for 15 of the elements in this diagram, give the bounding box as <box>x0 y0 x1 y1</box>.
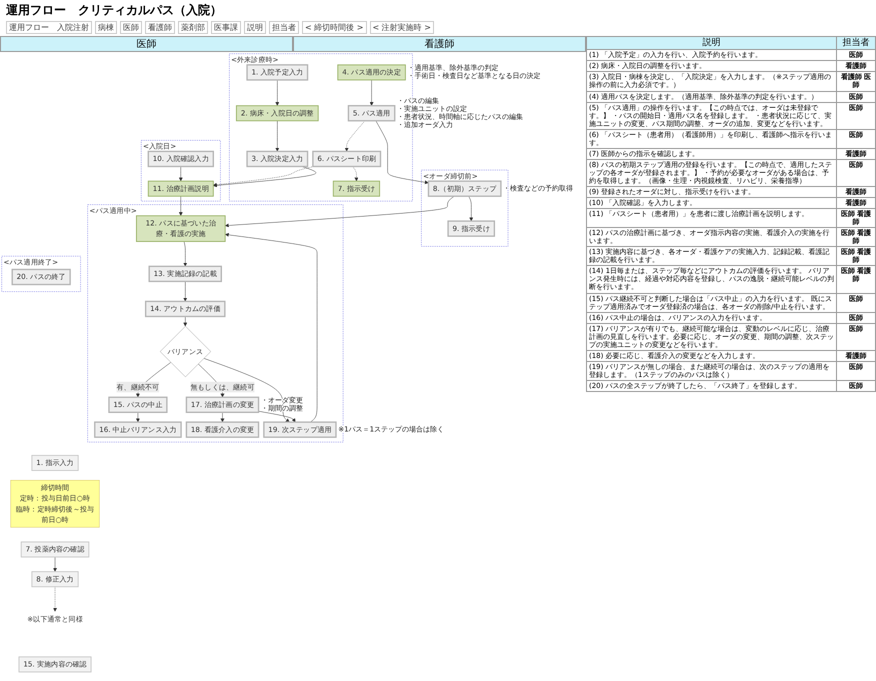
header-label: 医事課 <box>211 21 241 34</box>
sheet-title: 運用フロー 入院注射 <box>6 21 92 34</box>
header-label: 説明 <box>244 21 266 34</box>
lane-header: 医師 <box>0 36 293 52</box>
header-label: < 注射実施時 > <box>370 21 434 34</box>
header-label: 病棟 <box>95 21 117 34</box>
diagram-title: 運用フロー クリティカルパス（入院） <box>6 2 222 19</box>
column-header: 担当者 <box>836 36 876 50</box>
header-label: 医師 <box>120 21 142 34</box>
header-label: 薬剤部 <box>178 21 208 34</box>
header-label: < 締切時間後 > <box>302 21 366 34</box>
lane-header: 看護師 <box>293 36 586 52</box>
header-label: 担当者 <box>269 21 299 34</box>
header-label: 看護師 <box>145 21 175 34</box>
column-header: 説明 <box>586 36 836 50</box>
